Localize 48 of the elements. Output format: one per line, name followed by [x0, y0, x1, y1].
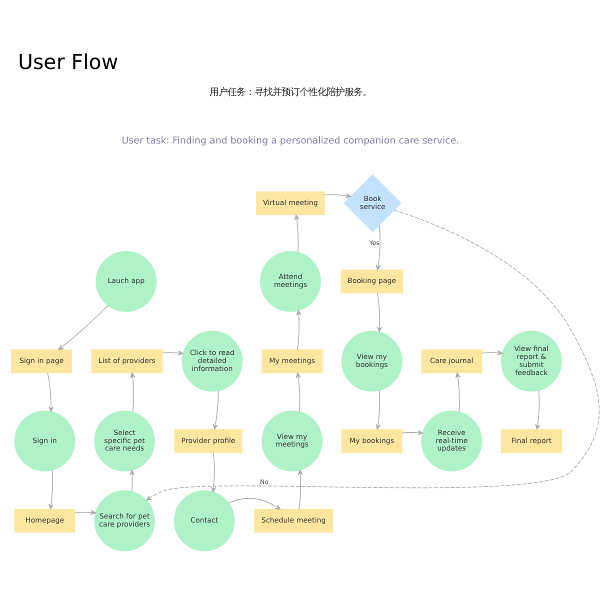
arrow: [74, 510, 96, 515]
node-box: My bookings: [341, 429, 402, 453]
arrow: [212, 390, 219, 430]
arrow: [58, 305, 109, 350]
arrow: [296, 372, 301, 412]
node-circle: View final report & submit feedback: [501, 330, 562, 392]
diagram-title: User Flow: [18, 50, 118, 74]
arrow: [324, 193, 352, 198]
arrow: [162, 350, 184, 356]
node-box: Care journal: [421, 349, 482, 374]
node-box: Final report: [501, 429, 562, 453]
arrow: [402, 430, 423, 436]
arrow: [296, 310, 302, 350]
node-box: Sign in page: [11, 349, 72, 374]
node-box: Booking page: [340, 270, 404, 294]
arrow: [146, 210, 600, 501]
node-box: Schedule meeting: [254, 508, 334, 533]
arrow: [481, 350, 503, 356]
node-box: List of providers: [91, 349, 162, 374]
node-box: My meetings: [262, 349, 322, 374]
label: 用户任务：寻找并预订个性化陪护服务。: [209, 87, 372, 98]
arrow: [376, 390, 381, 430]
arrow: [48, 470, 54, 510]
node-circle: Contact: [174, 490, 235, 552]
arrow: [455, 372, 460, 412]
node-box: Virtual meeting: [256, 191, 325, 216]
arrow: [130, 470, 135, 492]
node-circle: Receive real-time updates: [421, 410, 482, 472]
node-circle: Lauch app: [96, 251, 157, 312]
node-circle: View my bookings: [341, 330, 402, 392]
label: User task: Finding and booking a personalized companion care service.: [122, 135, 460, 146]
node-circle: Click to read detailed information: [182, 330, 243, 392]
arrow: [228, 498, 281, 510]
arrow: [211, 452, 216, 492]
arrow: [130, 372, 136, 412]
node-circle: View my meetings: [262, 410, 322, 472]
arrow: [535, 390, 540, 430]
node-circle: Search for pet care providers: [94, 490, 155, 552]
arrow: [376, 292, 382, 332]
node-box: Homepage: [14, 508, 76, 533]
node-circle: Select specific pet care needs: [94, 410, 155, 472]
node-box: Provider profile: [174, 429, 242, 453]
arrow: [298, 470, 303, 510]
arrow: [47, 372, 54, 412]
node-circle: Attend meetings: [260, 251, 321, 312]
arrow: [376, 224, 381, 270]
arrow: [294, 214, 300, 253]
node-circle: Sign in: [14, 410, 76, 472]
